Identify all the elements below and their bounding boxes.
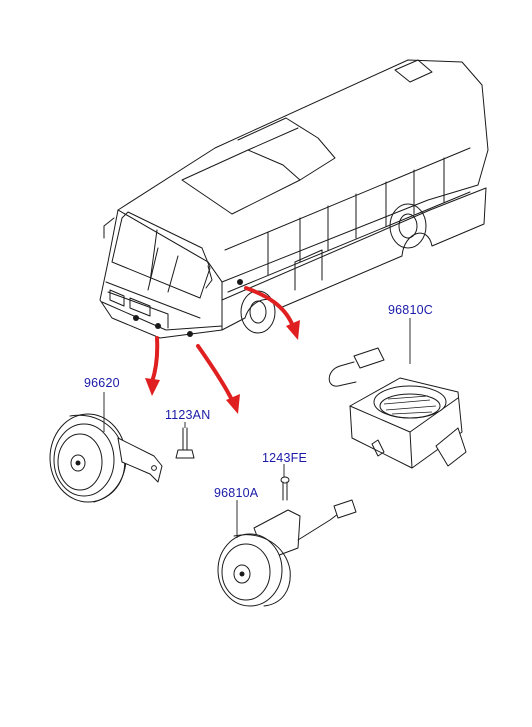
leader-lines xyxy=(103,318,411,538)
horn-96620 xyxy=(49,413,163,503)
buzzer-96810c xyxy=(328,347,467,469)
arrow-head-horn-high xyxy=(226,394,240,414)
arrow-to-buzzer xyxy=(244,286,294,326)
bolt-1123an xyxy=(175,427,195,459)
label-1243fe: 1243FE xyxy=(262,451,307,465)
bolt-1243fe xyxy=(280,476,290,501)
arrow-head-horn-low xyxy=(145,378,160,396)
label-96620: 96620 xyxy=(84,376,120,390)
label-1123an: 1123AN xyxy=(165,408,210,422)
label-96810a: 96810A xyxy=(214,486,259,500)
part-labels: 96620 1123AN 1243FE 96810A 96810C xyxy=(84,303,433,500)
horn-96810a xyxy=(217,499,357,607)
label-96810c: 96810C xyxy=(388,303,433,317)
location-arrows xyxy=(145,286,300,414)
arrow-to-horn-low xyxy=(150,336,160,384)
bus-illustration xyxy=(99,59,489,339)
arrow-head-buzzer xyxy=(286,320,300,340)
arrow-to-horn-high xyxy=(196,344,234,402)
